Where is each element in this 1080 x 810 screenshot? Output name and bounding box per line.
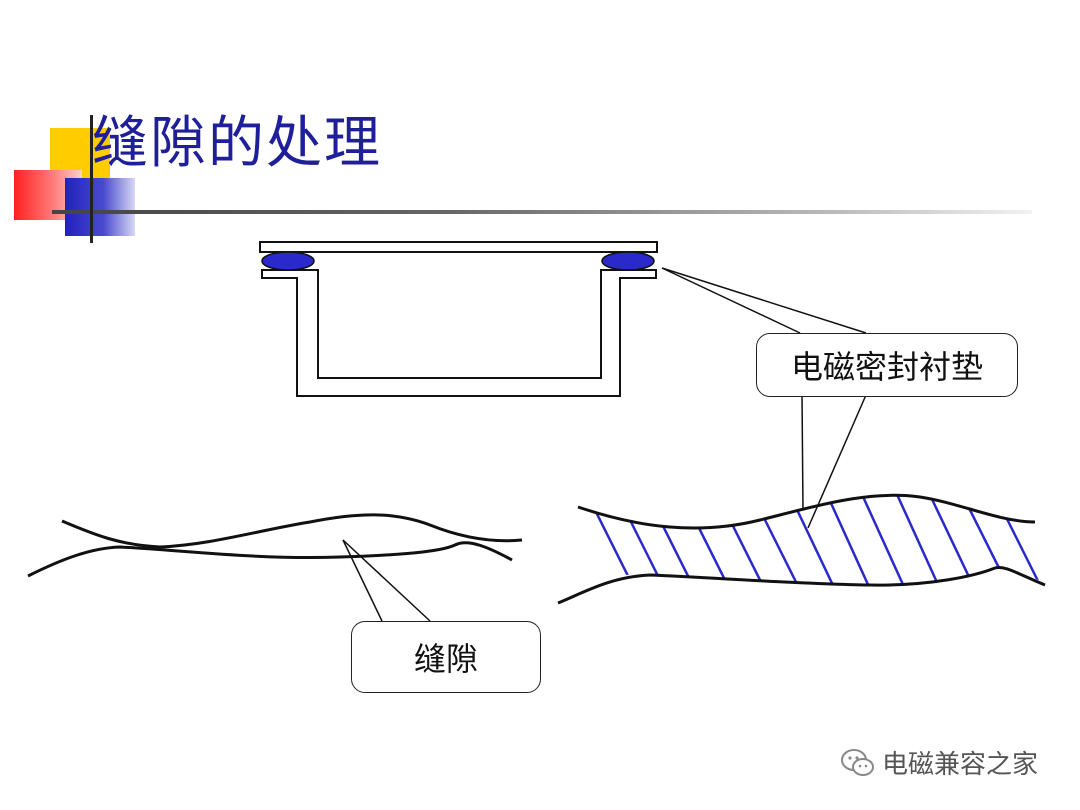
enclosure-structure xyxy=(259,241,658,397)
wechat-icon xyxy=(841,748,874,776)
gap-surfaces xyxy=(27,513,523,578)
decor-vertical-line xyxy=(90,115,93,243)
surface-lower xyxy=(27,541,513,578)
gasket-callout: 电磁密封衬垫 xyxy=(756,333,1018,397)
gasket-leader-lines xyxy=(661,267,867,529)
surface-upper xyxy=(61,513,523,549)
gasket-label: 电磁密封衬垫 xyxy=(790,348,983,386)
watermark: 电磁兼容之家 xyxy=(840,744,1038,781)
hatched-gasket-region xyxy=(588,495,1045,586)
gasket-left xyxy=(261,251,315,271)
sealed-surface-upper xyxy=(577,493,1036,530)
slide-title: 缝隙的处理 xyxy=(92,111,382,176)
gap-label: 缝隙 xyxy=(413,640,478,678)
flange-left xyxy=(261,269,657,397)
gap-leader-lines xyxy=(342,539,431,622)
title-underline xyxy=(52,210,1032,214)
gasket-right xyxy=(601,251,655,271)
decor-blue-square xyxy=(65,178,135,236)
sealed-surface-lower xyxy=(557,565,1046,605)
cover-plate xyxy=(259,241,658,253)
sealed-surfaces xyxy=(557,493,1046,605)
watermark-text: 电磁兼容之家 xyxy=(882,750,1039,780)
gap-callout: 缝隙 xyxy=(351,621,541,693)
